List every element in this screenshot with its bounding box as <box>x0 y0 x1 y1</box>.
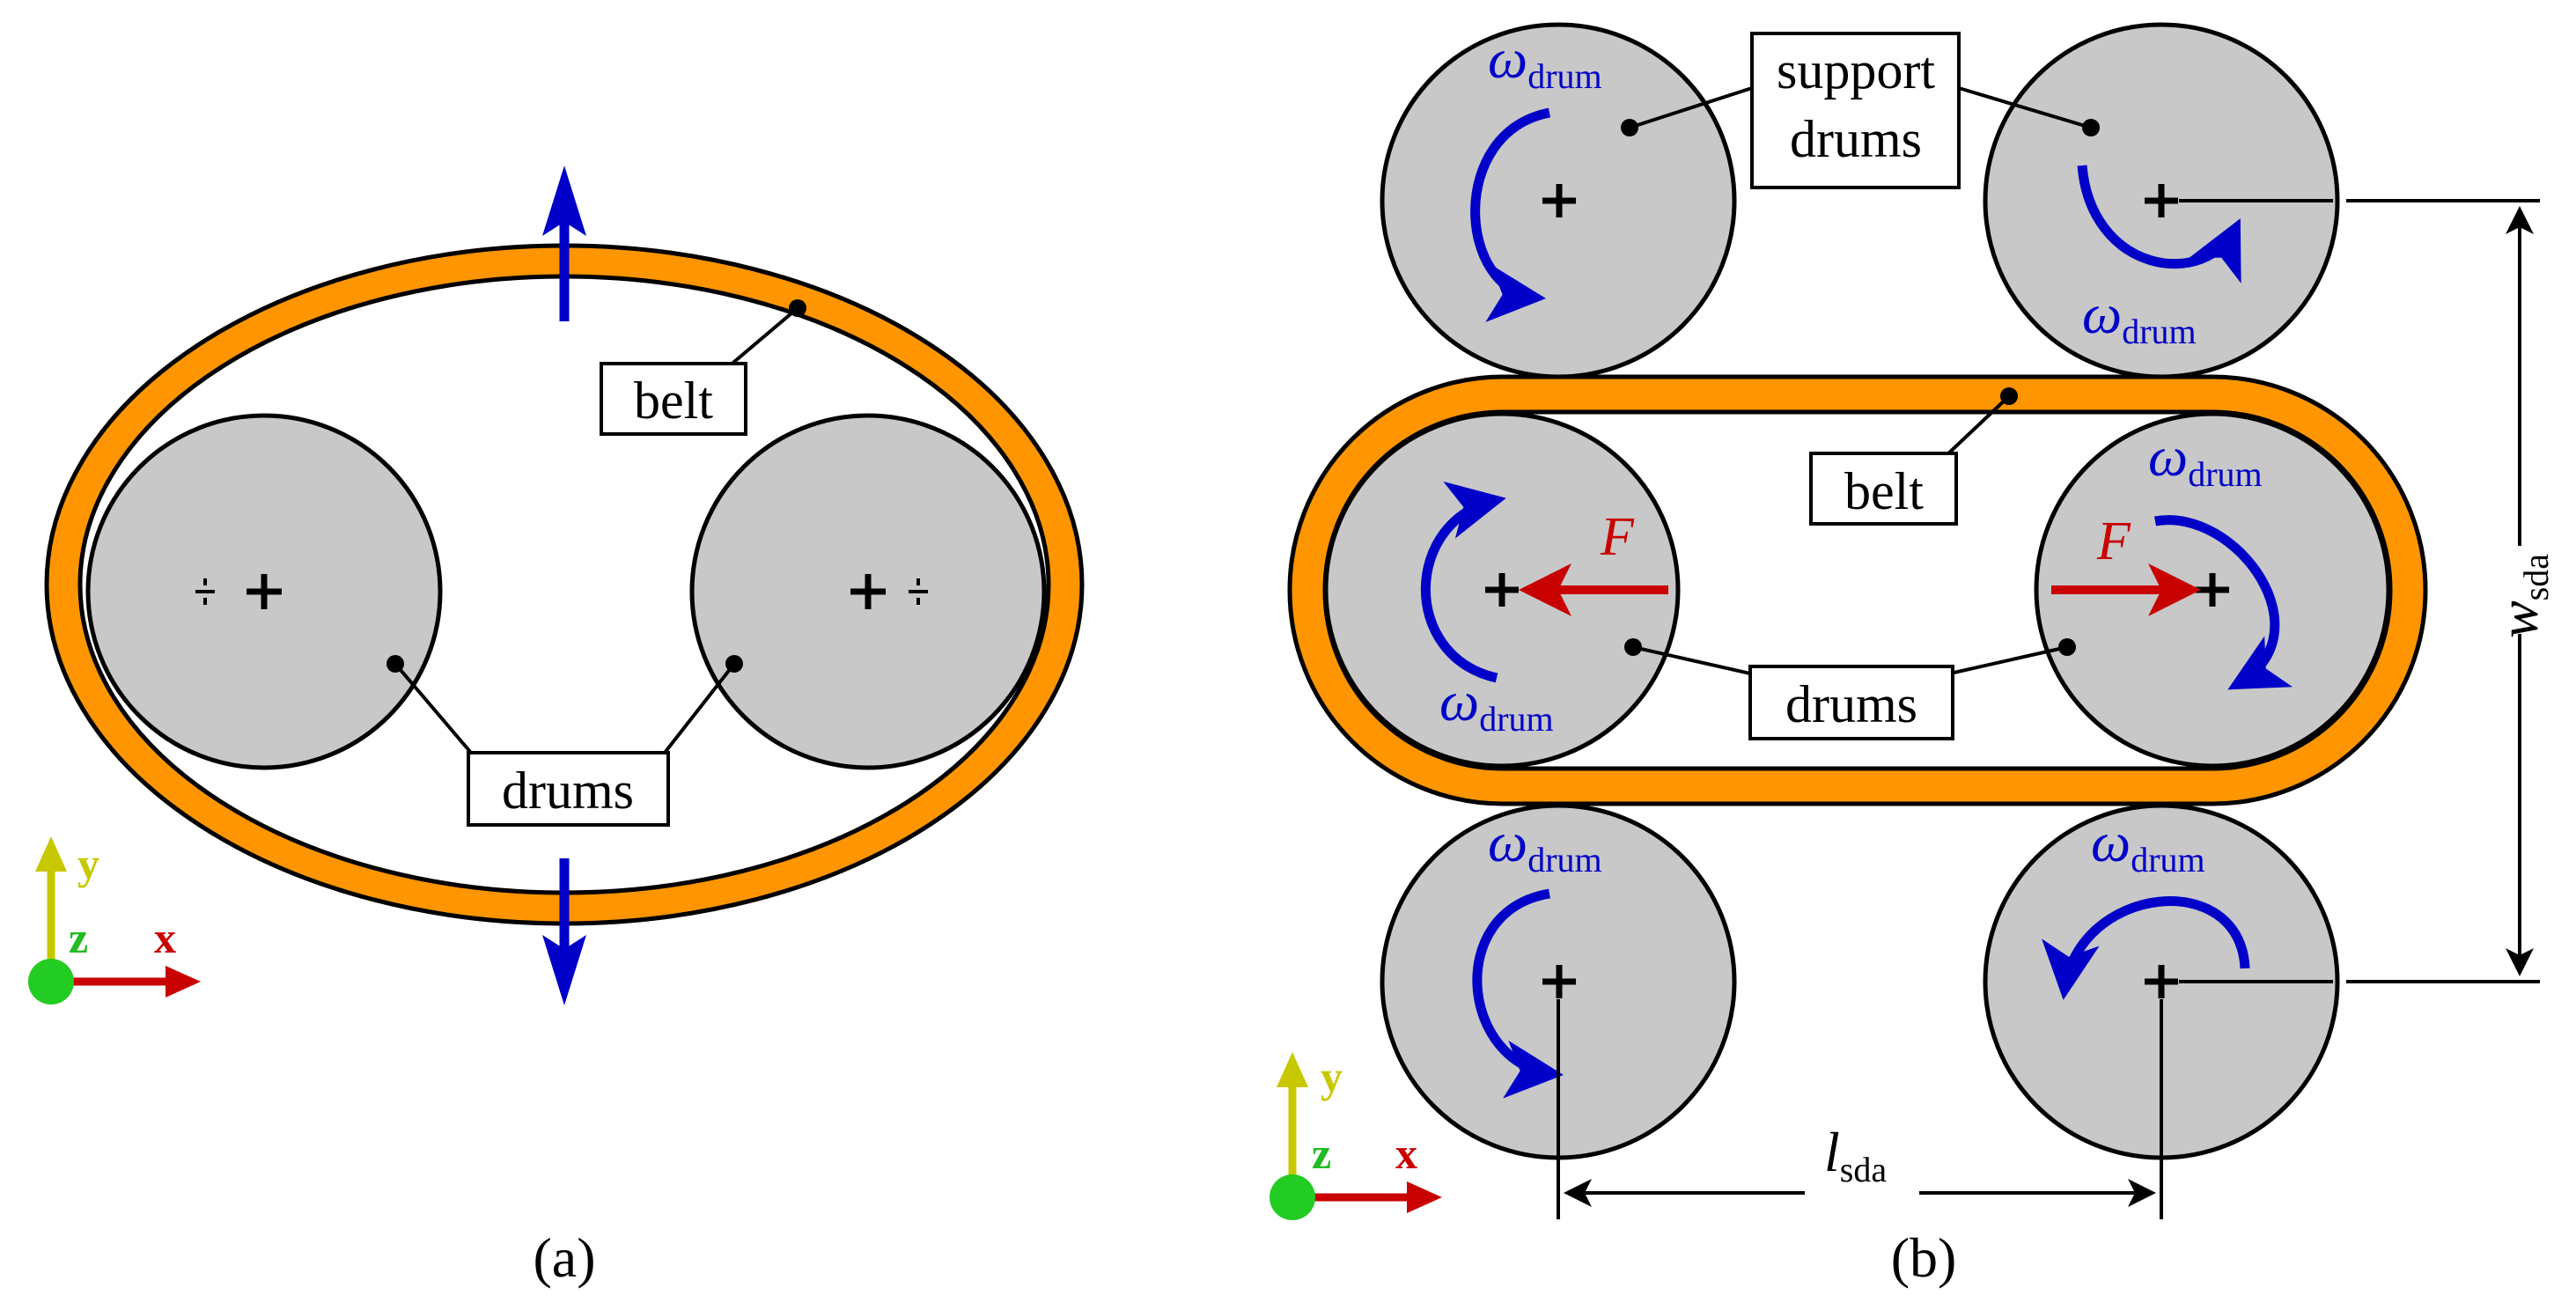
width-dimension: wsda <box>2179 199 2556 983</box>
belt-a-label: belt <box>634 372 713 430</box>
length-dimension: lsda <box>1557 999 2163 1219</box>
axis-y-label: y <box>1321 1052 1343 1101</box>
support-drums-label-box <box>1750 32 1961 189</box>
center-cross-icon <box>247 574 282 609</box>
length-label: lsda <box>1824 1121 1887 1189</box>
axes-a: y z x <box>28 836 201 1005</box>
rotation-arrow-icon <box>2042 896 2250 1000</box>
force-label-left: F <box>1600 507 1635 567</box>
rotation-arrow-icon <box>2154 515 2293 690</box>
axis-z-label: z <box>1312 1129 1331 1178</box>
support-drums-leader-left <box>1629 86 1753 129</box>
caption-b: (b) <box>1891 1226 1957 1289</box>
center-cross-icon <box>1542 184 1576 217</box>
center-cross-icon <box>2145 965 2178 998</box>
drums-a-leader-right <box>663 662 736 754</box>
rotation-arrow-icon <box>1470 107 1551 322</box>
offset-center-icon <box>195 578 928 605</box>
support-drums-label-line1: support <box>1777 41 1935 99</box>
belt-b-label: belt <box>1844 462 1924 520</box>
stretch-arrow-up <box>542 166 586 321</box>
belt-a-label-box <box>600 362 747 436</box>
omega-drum-label: ωdrum <box>1488 27 1602 96</box>
belt-a-leader <box>727 306 799 368</box>
width-label: wsda <box>2487 554 2556 638</box>
omega-drum-label: ωdrum <box>2148 425 2263 494</box>
support-drums-label-line2: drums <box>1790 110 1922 168</box>
drums-b-leader-left <box>1632 645 1751 675</box>
omega-drum-label: ωdrum <box>1488 811 1602 879</box>
axis-z-label: z <box>69 913 88 962</box>
drums-b-label: drums <box>1785 675 1917 733</box>
center-cross-icon <box>2145 184 2178 217</box>
omega-drum-label: ωdrum <box>2091 811 2205 879</box>
axes-b: y z x <box>1270 1052 1442 1220</box>
drums-b-label-box <box>1748 665 1954 740</box>
center-cross-icon <box>1542 965 1576 998</box>
stretch-arrow-down <box>542 858 586 1005</box>
support-drums-leader-right <box>1958 86 2092 129</box>
panel-b: ωdrum ωdrum ωdrum ωdrum ωdrum ωdrum F F … <box>1270 22 2556 1289</box>
belt-b-label-box <box>1809 452 1958 526</box>
panel-a: belt drums y z x (a) <box>28 166 1085 1289</box>
caption-a: (a) <box>533 1226 595 1289</box>
drums-a-label: drums <box>502 762 634 820</box>
center-cross-icon <box>1485 573 1519 607</box>
force-label-right: F <box>2096 511 2131 571</box>
omega-drum-label: ωdrum <box>2082 283 2197 351</box>
belt-b-leader <box>1944 394 2011 458</box>
rotation-arrow-icon <box>1472 888 1564 1099</box>
center-cross-icon <box>2196 573 2229 607</box>
axis-y-label: y <box>77 839 99 888</box>
drums-a-label-box <box>467 751 670 827</box>
drums-a-leader-left <box>394 662 473 754</box>
drums-b-leader-right <box>1949 645 2068 675</box>
omega-drum-label: ωdrum <box>1439 670 1554 739</box>
rotation-arrow-icon <box>1420 482 1506 683</box>
axis-x-label: x <box>154 913 176 962</box>
center-cross-icon <box>850 574 886 609</box>
rotation-arrow-icon <box>2077 165 2241 283</box>
axis-x-label: x <box>1395 1129 1417 1178</box>
